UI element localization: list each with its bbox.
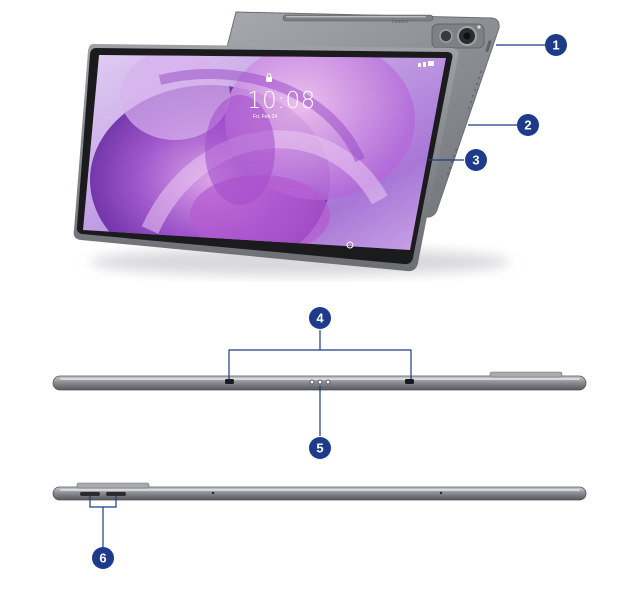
side-button [485,40,492,53]
leader-lines-bottom [89,496,117,547]
stylus [282,14,434,22]
leader-lines-middle [228,330,412,436]
bottom-mic-hole-right [439,491,443,495]
stylus-highlight [286,16,426,18]
callout-number: 5 [316,441,323,456]
top-edge-highlight [60,378,580,380]
callout-number: 1 [552,38,559,53]
callout-badge-6: 6 [92,547,114,569]
lock-icon-shackle [266,73,272,77]
top-microphone-left [225,379,234,384]
callout-badge-5: 5 [309,437,331,459]
bottom-edge-bar [52,486,587,501]
callout-number: 6 [99,551,106,566]
callout-badge-3: 3 [465,149,487,171]
callout-badge-1: 1 [545,34,567,56]
side-speaker-grille [447,71,482,175]
top-edge-camera-bump [489,371,563,378]
camera-shortcut-icon [346,241,354,249]
pogo-pin-2 [317,379,323,385]
leader-lines-top [428,44,546,161]
rear-camera-lens-inner [463,32,471,40]
speaker-grille-left [80,492,100,496]
tablet-perspective-view: Lenovo [73,11,510,276]
lockscreen-wallpaper [83,55,446,250]
bottom-mic-hole-left [211,491,215,495]
bottom-edge-camera-bump [76,482,150,489]
tablet-bottom-edge-view [52,482,587,501]
callout-number: 3 [472,153,479,168]
pogo-pin-3 [325,379,331,385]
rear-camera-lens-secondary [439,29,453,43]
leader-line-4 [228,349,412,379]
lockscreen-date: Fri, Feb 24 [253,114,277,120]
status-bar-icons [418,61,434,67]
rear-flash [477,25,481,29]
bottom-edge-highlight [60,489,580,491]
rear-brand-logo: Lenovo [392,19,409,25]
lock-icon [266,77,272,82]
lockscreen-clock: 10:08 Fri, Feb 24 [247,73,316,120]
callout-badge-2: 2 [517,114,539,136]
callout-number: 2 [524,118,531,133]
speaker-grille-right [106,492,126,496]
tablet-top-edge-view [52,371,587,391]
top-microphone-right [405,379,414,384]
callout-badge-4: 4 [309,307,331,329]
lockscreen-time: 10:08 [247,88,316,114]
pogo-pin-1 [309,379,315,385]
callout-number: 4 [316,311,324,326]
